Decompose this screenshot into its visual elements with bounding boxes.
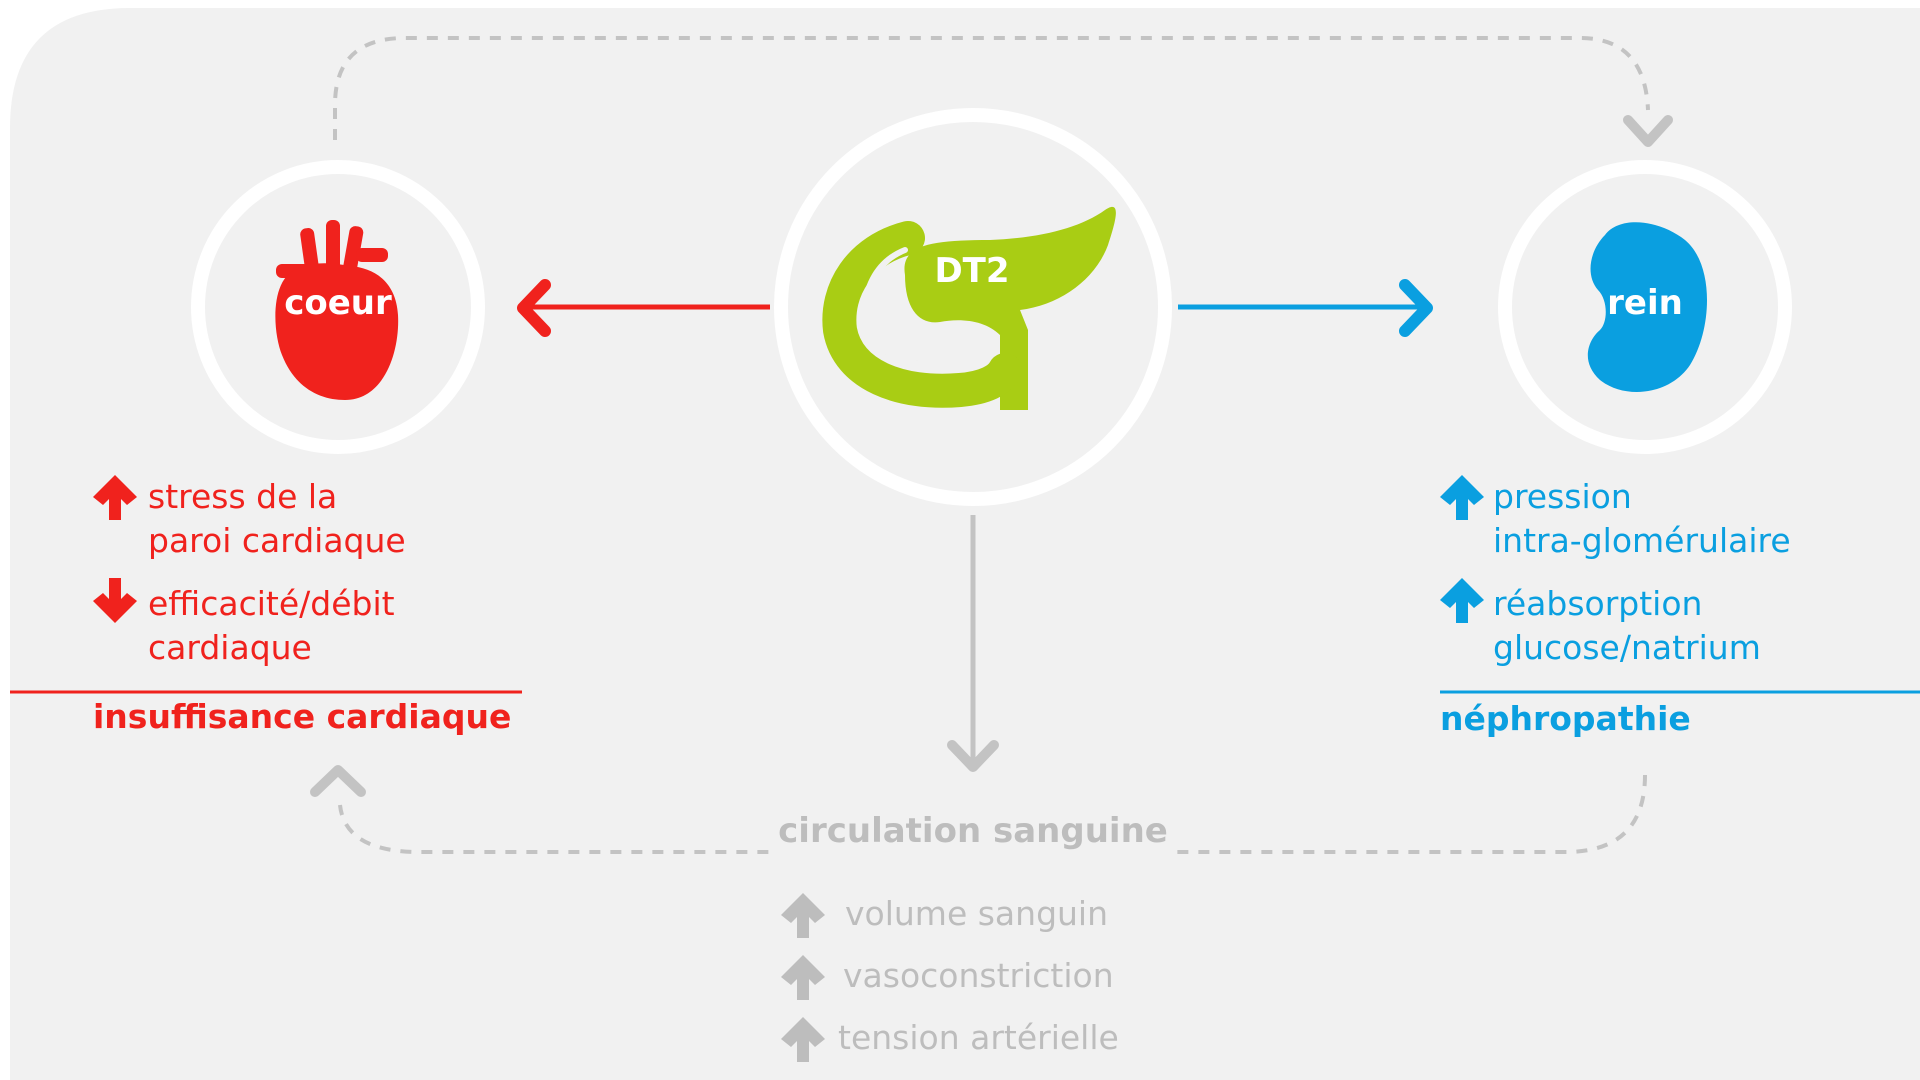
dashed-connector-bottom	[338, 774, 1647, 854]
pancreas-icon	[822, 206, 1116, 410]
chevron-up-icon	[310, 765, 366, 797]
kidney-effect-1-line-2: intra-glomérulaire	[1493, 521, 1791, 560]
circulation-effect-1: volume sanguin	[845, 894, 1108, 933]
circulation-label: circulation sanguine	[778, 811, 1168, 851]
kidney-icon	[1587, 222, 1708, 392]
arrow-up-icon	[781, 955, 825, 1000]
kidney-effect-2-line-1: réabsorption	[1493, 584, 1702, 623]
arrow-up-icon	[93, 475, 137, 520]
chevron-left-icon	[517, 279, 551, 337]
arrow-up-icon	[781, 1017, 825, 1062]
heart-effect-2-line-2: cardiaque	[148, 628, 312, 667]
heart-effect-1-line-2: paroi cardiaque	[148, 521, 406, 560]
dashed-connector-top	[333, 36, 1650, 140]
heart-label: coeur	[284, 283, 392, 323]
arrow-down-icon	[93, 578, 137, 623]
chevron-down-icon	[1623, 115, 1673, 147]
circulation-label-backdrop	[770, 805, 1170, 855]
arrow-up-icon	[1440, 578, 1484, 623]
kidney-effect-2-line-2: glucose/natrium	[1493, 628, 1761, 667]
kidney-outcome: néphropathie	[1440, 699, 1691, 738]
chevron-down-icon	[947, 740, 999, 772]
circulation-effect-2: vasoconstriction	[843, 956, 1114, 995]
circulation-effect-3: tension artérielle	[838, 1018, 1119, 1057]
heart-icon	[275, 220, 399, 400]
heart-outcome: insuffisance cardiaque	[93, 697, 511, 736]
kidney-effect-1-line-1: pression	[1493, 477, 1632, 516]
heart-effect-1-line-1: stress de la	[148, 477, 337, 516]
kidney-label: rein	[1607, 283, 1683, 323]
chevron-right-icon	[1399, 279, 1433, 337]
arrow-up-icon	[1440, 475, 1484, 520]
background-panel	[10, 8, 1920, 1080]
heart-effect-2-line-1: efficacité/débit	[148, 584, 395, 623]
center-label: DT2	[934, 251, 1009, 291]
arrow-up-icon	[781, 893, 825, 938]
